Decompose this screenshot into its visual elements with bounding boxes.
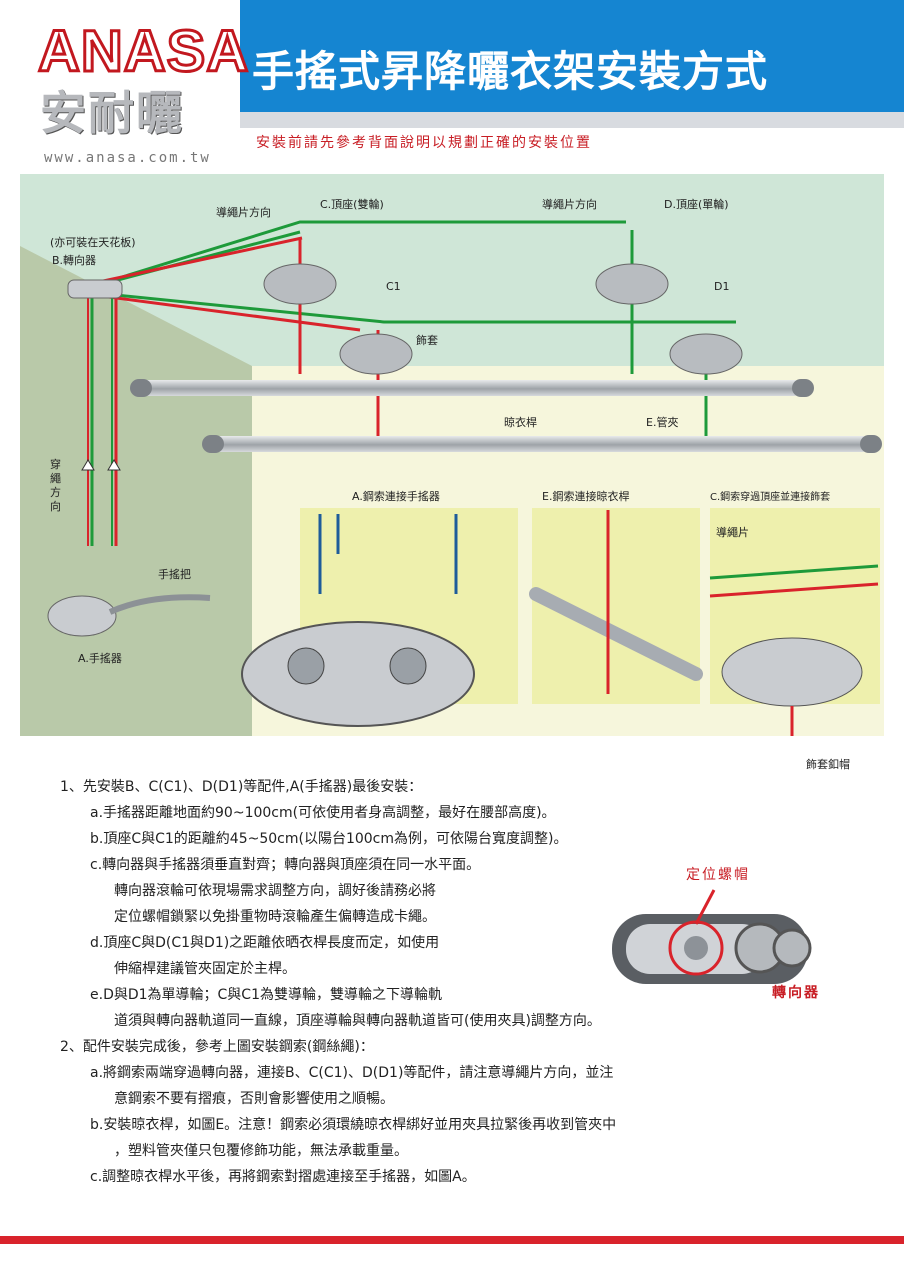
label-panel-e: E.鋼索連接晾衣桿 — [542, 490, 630, 503]
brand-panel — [0, 0, 240, 175]
label-pole: 晾衣桿 — [504, 416, 537, 429]
header-divider — [240, 112, 904, 128]
step-2: 2、配件安裝完成後，參考上圖安裝鋼索(鋼絲繩)： — [60, 1039, 374, 1055]
label-panel-c: C.鋼索穿過頂座並連接飾套 — [710, 492, 831, 503]
label-top-seat-c: C.頂座(雙輪) — [320, 198, 384, 211]
pole-end-cap — [130, 379, 152, 397]
brand-logo-chinese: 安耐曬 — [40, 86, 184, 140]
label-top-seat-d: D.頂座(單輪) — [664, 198, 729, 211]
page-subtitle: 安裝前請先參考背面說明以規劃正確的安裝位置 — [256, 135, 592, 151]
step-1e: e.D與D1為單導輪；C與C1為雙導輪，雙導輪之下導輪軌 — [90, 987, 442, 1003]
pole-end-cap — [202, 435, 224, 453]
label-rope-guide: 導繩片 — [716, 526, 749, 539]
turner-closeup-image — [612, 889, 812, 984]
step-1c-cont: 定位螺帽鎖緊以免掛重物時滾輪產生偏轉造成卡繩。 — [114, 909, 436, 925]
label-cover-cap: 飾套釦帽 — [806, 758, 850, 771]
label-panel-a: A.鋼索連接手搖器 — [352, 490, 440, 503]
label-threading-direction: 穿繩方向 — [50, 458, 61, 513]
pole-end-cap — [792, 379, 814, 397]
step-2b: b.安裝晾衣桿，如圖E。注意！鋼索必須環繞晾衣桿綁好並用夾具拉緊後再收到管夾中 — [90, 1117, 617, 1133]
positioning-nut-label: 定位螺帽 — [686, 867, 750, 883]
label-c1: C1 — [386, 280, 401, 293]
label-cover: 飾套 — [416, 334, 438, 347]
diagram-background — [20, 220, 884, 736]
brand-logo: ANASA — [36, 19, 250, 84]
brand-url: www.anasa.com.tw — [44, 150, 211, 166]
step-1c-cont: 轉向器滾輪可依現場需求調整方向，調好後請務必將 — [114, 883, 436, 899]
drying-pole-upper — [138, 380, 802, 396]
drying-pole-lower — [210, 436, 870, 452]
step-1d-cont: 伸縮桿建議管夾固定於主桿。 — [114, 961, 296, 977]
label-clamp-e: E.管夾 — [646, 416, 679, 429]
footer-bar — [0, 1236, 904, 1244]
installation-diagram: (亦可裝在天花板) B.轉向器 導繩片方向 C.頂座(雙輪) 導繩片方向 D.頂… — [20, 174, 884, 736]
label-d1: D1 — [714, 280, 730, 293]
step-2a-cont: 意鋼索不要有摺痕，否則會影響使用之順暢。 — [114, 1091, 394, 1107]
label-ceiling-note: (亦可裝在天花板) — [50, 236, 136, 249]
step-1b: b.頂座C與C1的距離約45~50cm(以陽台100cm為例，可依陽台寬度調整)… — [90, 831, 568, 847]
label-handle: 手搖把 — [158, 568, 191, 581]
step-2c: c.調整晾衣桿水平後，再將鋼索對摺處連接至手搖器，如圖A。 — [90, 1169, 476, 1185]
step-1e-cont: 道須與轉向器軌道同一直線，頂座導輪與轉向器軌道皆可(使用夾具)調整方向。 — [114, 1013, 601, 1029]
page-title: 手搖式昇降曬衣架安裝方式 — [252, 47, 769, 96]
step-2a: a.將鋼索兩端穿過轉向器，連接B、C(C1)、D(D1)等配件，請注意導繩片方向… — [90, 1065, 614, 1081]
label-turner-b: B.轉向器 — [52, 254, 97, 267]
turner-label: 轉向器 — [772, 985, 820, 1001]
step-2b-cont: ，塑料管夾僅只包覆修飾功能，無法承載重量。 — [114, 1143, 408, 1159]
pole-end-cap — [860, 435, 882, 453]
label-rope-direction-c: 導繩片方向 — [216, 206, 271, 219]
step-1d: d.頂座C與D(C1與D1)之距離依晒衣桿長度而定，如使用 — [90, 935, 440, 951]
step-1c: c.轉向器與手搖器須垂直對齊；轉向器與頂座須在同一水平面。 — [90, 857, 481, 873]
label-crank-a: A.手搖器 — [78, 652, 122, 665]
label-rope-direction-d: 導繩片方向 — [542, 198, 597, 211]
installation-steps: 1、先安裝B、C(C1)、D(D1)等配件,A(手搖器)最後安裝： a.手搖器距… — [60, 774, 860, 1190]
step-1a: a.手搖器距離地面約90~100cm(可依使用者身高調整，最好在腰部高度)。 — [90, 805, 556, 821]
step-1: 1、先安裝B、C(C1)、D(D1)等配件,A(手搖器)最後安裝： — [60, 779, 423, 795]
